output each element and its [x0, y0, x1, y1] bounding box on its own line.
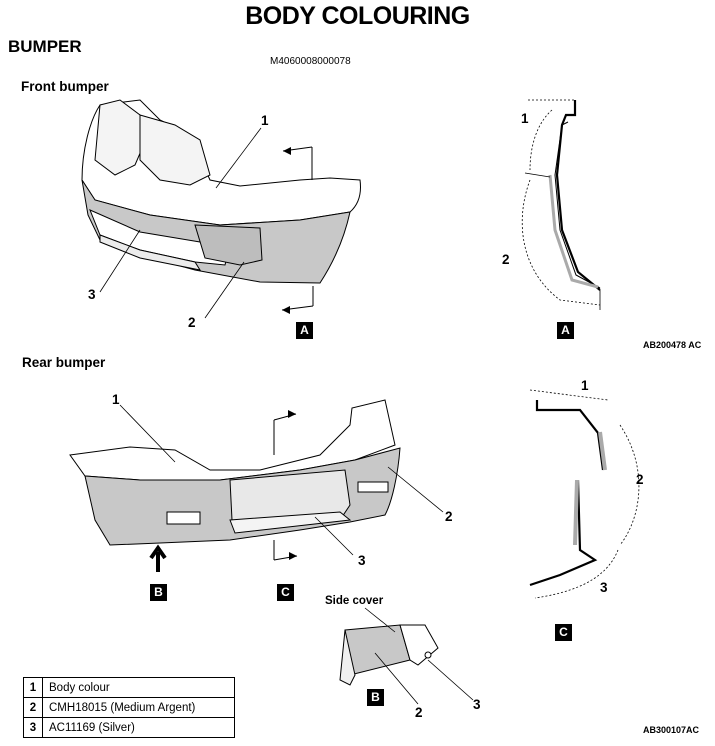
section-label-c: C [555, 624, 572, 641]
color-legend-table: 1 Body colour 2 CMH18015 (Medium Argent)… [23, 677, 235, 738]
legend-desc: CMH18015 (Medium Argent) [42, 697, 235, 718]
side-cover-callout-3: 3 [473, 697, 481, 712]
legend-num: 2 [23, 697, 43, 718]
front-callout-3: 3 [88, 287, 96, 302]
rear-callout-3: 3 [358, 553, 366, 568]
front-callout-2: 2 [188, 315, 196, 330]
rear-callout-2: 2 [445, 509, 453, 524]
side-cover-label-b: B [367, 689, 384, 706]
section-a-callout-2: 2 [502, 252, 510, 267]
rear-section-c-profile [529, 389, 640, 599]
table-row: 2 CMH18015 (Medium Argent) [23, 697, 235, 718]
table-row: 3 AC11169 (Silver) [23, 717, 235, 738]
section-label-a: A [557, 322, 574, 339]
rear-leader-lines [119, 404, 444, 556]
legend-num: 3 [23, 717, 43, 738]
side-cover-illustration [339, 607, 474, 705]
view-label-c: C [277, 584, 294, 601]
rear-callout-1: 1 [112, 392, 120, 407]
view-label-a: A [296, 322, 313, 339]
front-section-a-profile [521, 99, 601, 310]
view-label-b: B [150, 584, 167, 601]
front-leader-lines [99, 127, 262, 319]
section-c-callout-1: 1 [581, 378, 589, 393]
legend-desc: AC11169 (Silver) [42, 717, 235, 738]
front-bumper-illustration [81, 99, 361, 311]
front-callout-1: 1 [261, 113, 269, 128]
section-c-callout-2: 2 [636, 472, 644, 487]
table-row: 1 Body colour [23, 677, 235, 698]
document-code: M4060008000078 [270, 56, 351, 67]
section-c-callout-3: 3 [600, 580, 608, 595]
front-bumper-heading: Front bumper [21, 79, 109, 94]
page-title: BODY COLOURING [245, 2, 470, 30]
legend-desc: Body colour [42, 677, 235, 698]
side-cover-heading: Side cover [325, 595, 384, 607]
front-figure-ref: AB200478 AC [643, 340, 702, 350]
rear-bumper-illustration [69, 399, 401, 561]
rear-bumper-heading: Rear bumper [22, 355, 106, 370]
side-cover-callout-2: 2 [415, 705, 423, 720]
rear-figure-ref: AB300107AC [643, 725, 700, 735]
legend-num: 1 [23, 677, 43, 698]
section-heading: BUMPER [8, 37, 82, 56]
section-a-callout-1: 1 [521, 111, 529, 126]
